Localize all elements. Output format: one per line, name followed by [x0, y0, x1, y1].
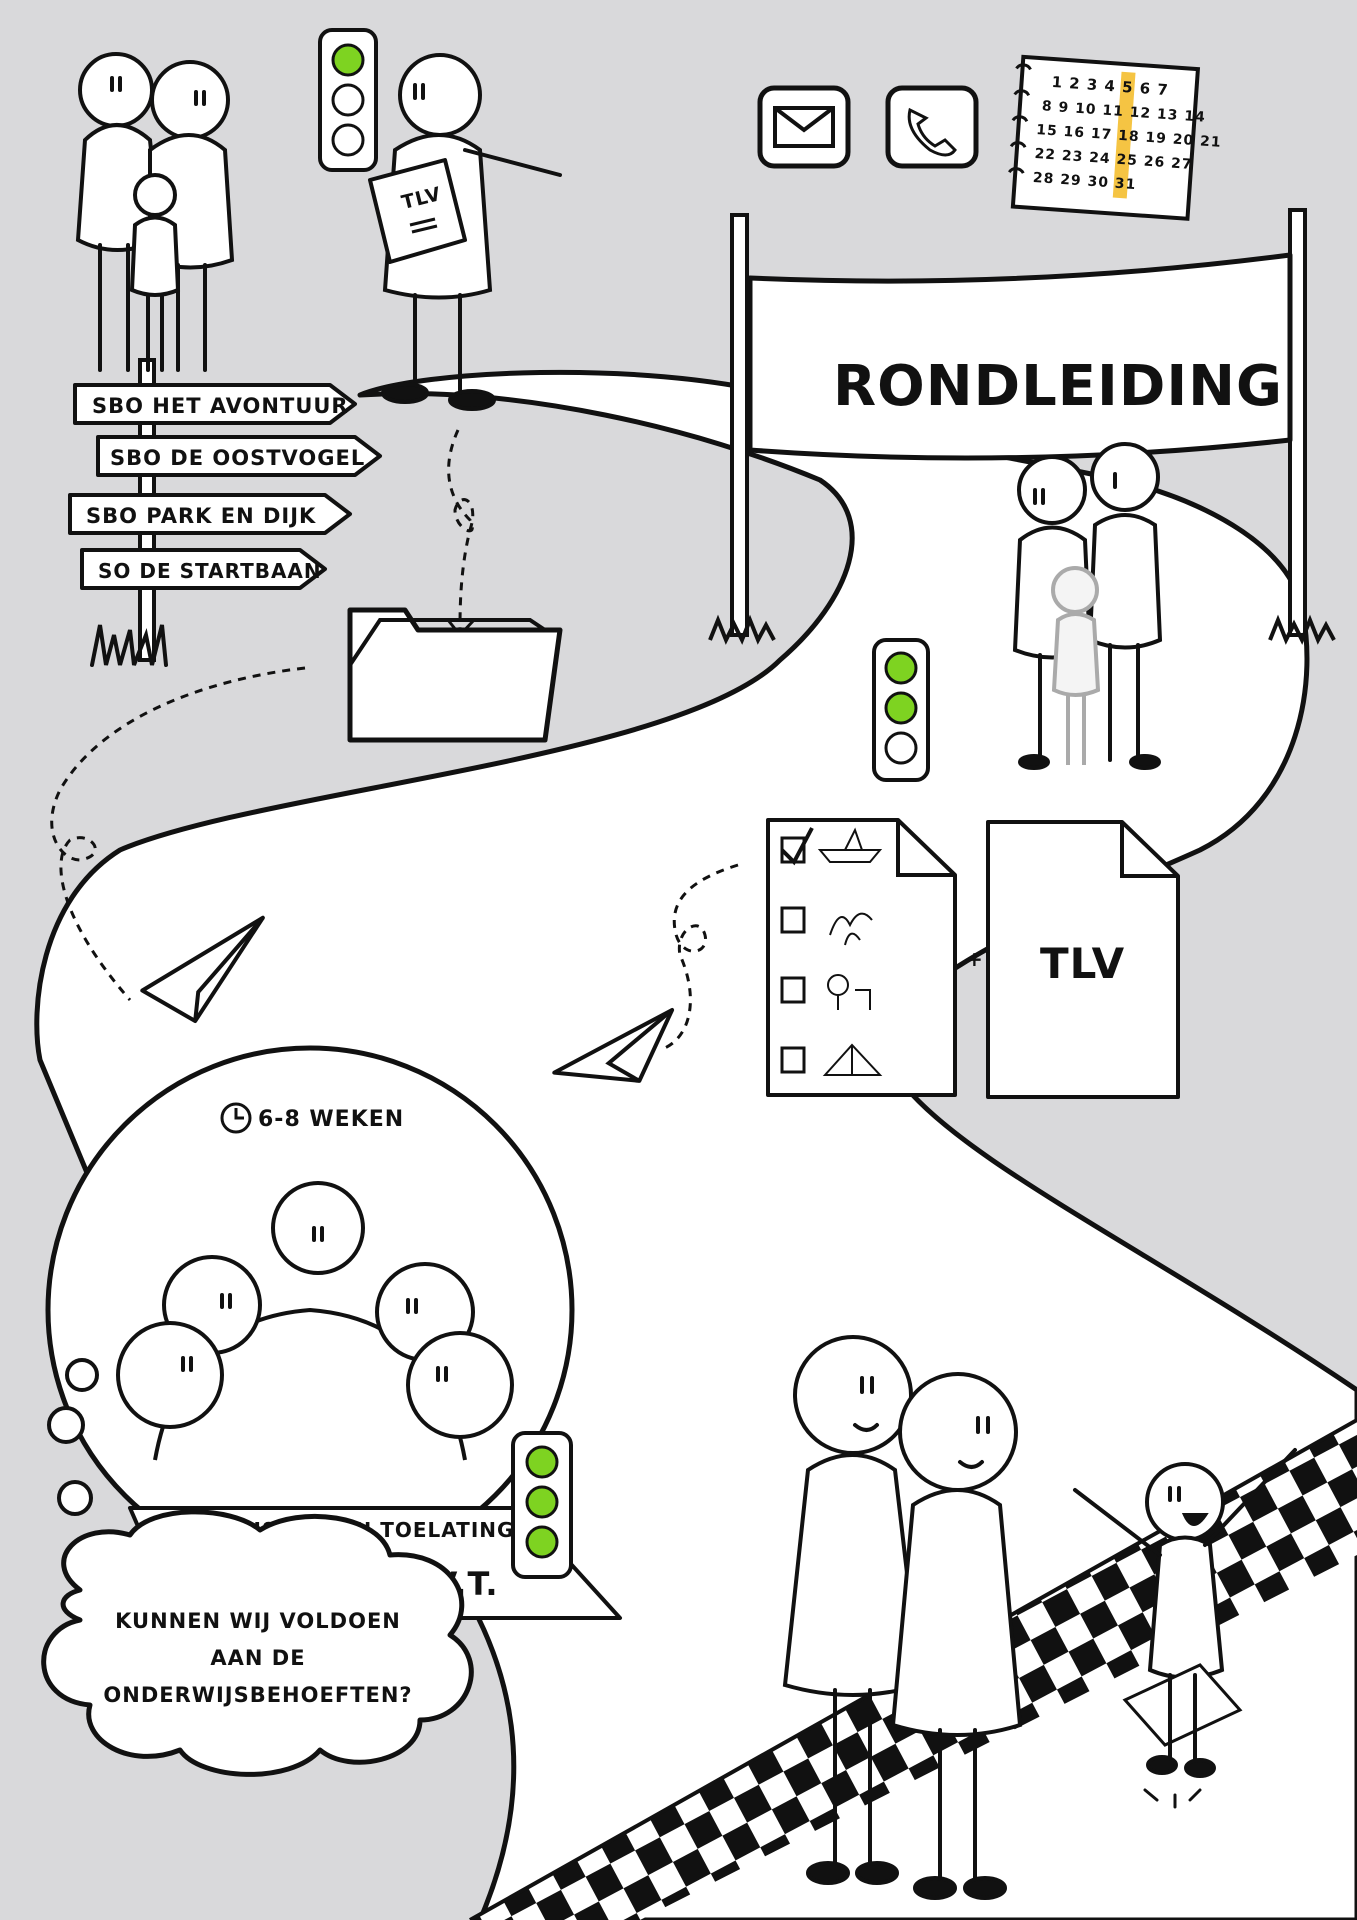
signpost-board: SBO PARK EN DIJK: [68, 493, 352, 535]
paper-plane-icon: [140, 915, 265, 1024]
signpost-board: SO DE STARTBAAN: [80, 548, 327, 590]
phone-icon: [885, 85, 979, 169]
folder-icon: [347, 607, 563, 743]
signpost-board: SBO HET AVONTUUR: [73, 383, 357, 425]
family-figures: [75, 52, 235, 372]
clipboard: TLV: [368, 158, 467, 264]
paper-plane-icon: [552, 1007, 675, 1083]
traffic-light-icon: [872, 638, 930, 782]
meeting-bubble: 6-8 WEKEN: [45, 1045, 575, 1575]
parents-at-finish: [782, 1335, 1023, 1900]
child-figure-faded: [1051, 566, 1101, 765]
plus-sign: +: [966, 947, 984, 971]
signpost-label: SBO DE OOSTVOGEL: [110, 446, 365, 470]
tlv-document: TLV: [986, 820, 1180, 1099]
signpost-label: SBO HET AVONTUUR: [92, 394, 349, 418]
thought-line: ONDERWIJSBEHOEFTEN?: [103, 1683, 412, 1707]
dashed-arrow: [447, 429, 475, 631]
signpost-board: SBO DE OOSTVOGEL: [96, 435, 382, 477]
thought-line: AAN DE: [210, 1646, 305, 1670]
banner: RONDLEIDING: [708, 208, 1336, 645]
checklist-document: [766, 818, 957, 1097]
duration-label: 6-8 WEKEN: [258, 1107, 404, 1132]
tlv-document-label: TLV: [1040, 939, 1125, 988]
calendar-row: 28 29 30 31: [1032, 170, 1136, 193]
child-cheering: [1073, 1448, 1297, 1809]
banner-title: RONDLEIDING: [833, 354, 1283, 419]
signpost-label: SBO PARK EN DIJK: [86, 504, 316, 528]
dashed-arrow: [50, 666, 306, 1001]
traffic-light-icon: [318, 28, 378, 172]
thought-line: KUNNEN WIJ VOLDOEN: [115, 1609, 401, 1633]
clock-icon: [220, 1102, 252, 1134]
dashed-arrow: [659, 863, 739, 1052]
signpost-label: SO DE STARTBAAN: [98, 559, 322, 583]
signpost: SBO HET AVONTUUR SBO DE OOSTVOGEL SBO PA…: [68, 358, 382, 667]
calendar-icon: 1 2 3 4 5 6 7 8 9 10 11 12 13 14 15 16 1…: [1008, 54, 1222, 221]
thought-bubble: KUNNEN WIJ VOLDOEN AAN DE ONDERWIJSBEHOE…: [41, 1358, 474, 1777]
traffic-light-icon: [511, 1431, 573, 1579]
envelope-icon: [757, 85, 851, 169]
